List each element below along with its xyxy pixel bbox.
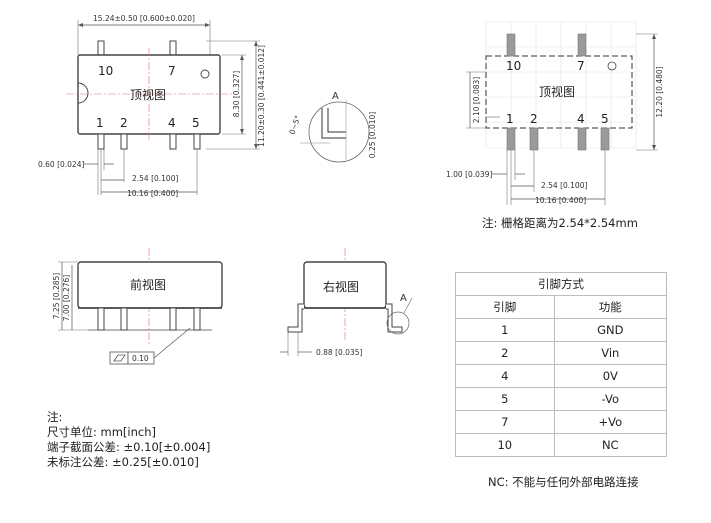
footprint-offset-dim: 2.10 [0.083] <box>472 77 481 123</box>
top-view-title: 顶视图 <box>130 87 166 102</box>
top-span-dim: 10.16 [0.400] <box>127 189 178 198</box>
pin-number: 4 <box>455 364 555 388</box>
footprint-title: 顶视图 <box>539 84 575 99</box>
footprint-pad-dim: 1.00 [0.039] <box>446 170 492 179</box>
front-height-outer-dim: 7.25 [0.285] <box>52 273 61 319</box>
notes-block: 注: 尺寸单位: mm[inch] 端子截面公差: ±0.10[±0.004] … <box>47 410 210 470</box>
pin-function: GND <box>553 318 668 342</box>
right-view-detail-label: A <box>400 293 407 304</box>
top-pin-2-label: 2 <box>120 116 128 130</box>
footprint-pin-7-label: 7 <box>577 59 585 73</box>
top-pin-width-dim: 0.60 [0.024] <box>38 160 84 169</box>
nc-footnote: NC: 不能与任何外部电路连接 <box>488 475 639 489</box>
notes-unit: 尺寸单位: mm[inch] <box>47 425 157 439</box>
front-view-title: 前视图 <box>130 277 166 292</box>
table-row: 5 -Vo <box>455 387 668 411</box>
table-row: 2 Vin <box>455 341 668 365</box>
detail-a-angle: 0~5° <box>287 114 302 136</box>
footprint-pitch-dim: 2.54 [0.100] <box>541 181 587 190</box>
top-pitch-dim: 2.54 [0.100] <box>132 174 178 183</box>
pin-function: +Vo <box>553 410 668 434</box>
detail-a: A 0~5° 0.25 [0.010] <box>287 91 377 163</box>
table-row: 7 +Vo <box>455 410 668 434</box>
notes-heading: 注: <box>47 410 63 424</box>
pin-function: -Vo <box>553 387 668 411</box>
right-view-title: 右视图 <box>323 279 359 294</box>
top-height-outer-dim: 11.20±0.30 [0.441±0.012] <box>257 45 266 147</box>
pin-table-header-function: 功能 <box>553 295 668 319</box>
footprint-pin-5-label: 5 <box>601 112 609 126</box>
pin-table: 引脚方式 引脚 功能 1 GND 2 Vin 4 0V 5 -Vo 7 +Vo … <box>455 272 668 457</box>
footprint-view: 10 7 1 2 4 5 顶视图 12.20 [0.480] 2.10 [0.0… <box>446 21 664 205</box>
right-view: A 右视图 0.88 [0.035] <box>280 248 413 357</box>
notes-pin-tolerance: 端子截面公差: ±0.10[±0.004] <box>47 440 211 454</box>
front-view: 前视图 7.25 [0.285] 7.00 [0.276] 0.10 <box>52 248 223 365</box>
footprint-pin-2-label: 2 <box>530 112 538 126</box>
footprint-pin-1-label: 1 <box>506 112 514 126</box>
footprint-pin-10-label: 10 <box>506 59 521 73</box>
pin-function: 0V <box>553 364 668 388</box>
top-width-dim: 15.24±0.50 [0.600±0.020] <box>93 14 195 23</box>
footprint-pin-4-label: 4 <box>577 112 585 126</box>
top-pin-1-label: 1 <box>96 116 104 130</box>
pin-function: Vin <box>553 341 668 365</box>
top-pin-10-label: 10 <box>98 64 113 78</box>
pin-number: 7 <box>455 410 555 434</box>
pin-number: 10 <box>455 433 555 457</box>
top-height-inner-dim: 8.30 [0.327] <box>232 71 241 117</box>
pin-table-caption: 引脚方式 <box>455 272 667 296</box>
front-height-inner-dim: 7.00 [0.276] <box>62 275 71 321</box>
footprint-height-dim: 12.20 [0.480] <box>655 66 664 117</box>
top-pin-4-label: 4 <box>168 116 176 130</box>
top-view: 15.24±0.50 [0.600±0.020] 10 7 1 2 4 5 顶视… <box>38 14 266 198</box>
notes-general-tolerance: 未标注公差: ±0.25[±0.010] <box>47 455 199 469</box>
right-lead-dim: 0.88 [0.035] <box>316 348 362 357</box>
detail-a-thickness-dim: 0.25 [0.010] <box>368 112 377 158</box>
grid-note: 注: 栅格距离为2.54*2.54mm <box>482 216 638 230</box>
pin-number: 2 <box>455 341 555 365</box>
pin-number: 5 <box>455 387 555 411</box>
table-row: 4 0V <box>455 364 668 388</box>
pin-function: NC <box>553 433 668 457</box>
footprint-span-dim: 10.16 [0.400] <box>535 196 586 205</box>
front-flatness-value: 0.10 <box>132 354 149 363</box>
top-pin-7-label: 7 <box>168 64 176 78</box>
table-row: 10 NC <box>455 433 668 457</box>
pin-number: 1 <box>455 318 555 342</box>
detail-a-label: A <box>332 91 339 102</box>
pin-table-header-pin: 引脚 <box>455 295 555 319</box>
table-row: 1 GND <box>455 318 668 342</box>
top-pin-5-label: 5 <box>192 116 200 130</box>
